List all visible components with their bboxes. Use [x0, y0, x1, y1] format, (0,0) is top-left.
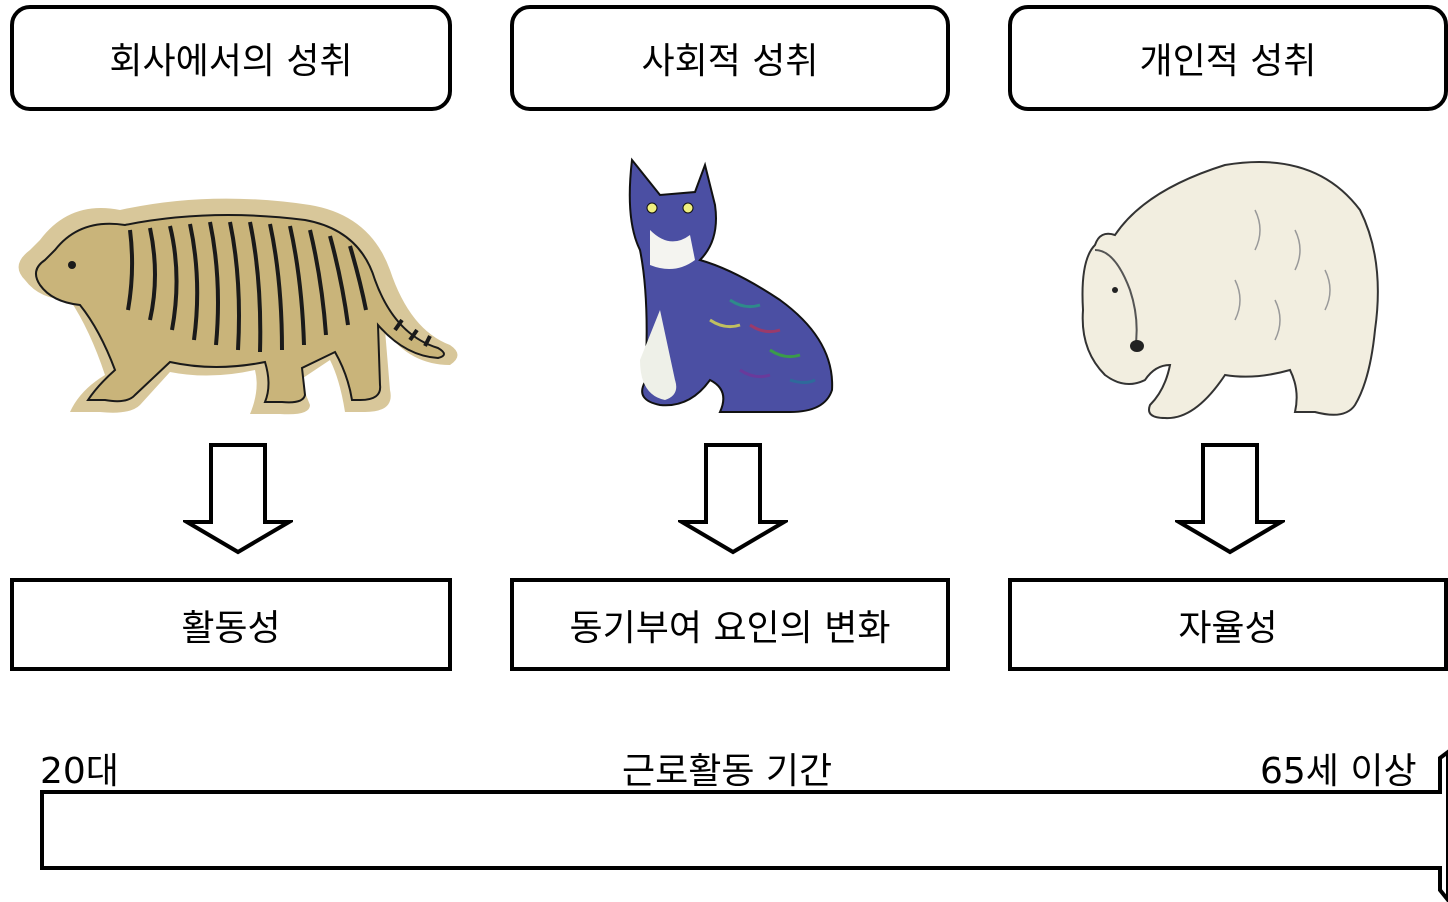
timeline-center-label: 근로활동 기간 [622, 751, 833, 792]
achievement-label-social: 사회적 성취 [641, 41, 819, 82]
polar-bear-illustration [1081, 161, 1379, 420]
achievement-label-personal: 개인적 성취 [1139, 41, 1317, 82]
down-arrow-icon [678, 443, 788, 555]
down-arrow-icon [183, 443, 293, 555]
tiger-stripes [126, 221, 432, 353]
bear-eye [1112, 287, 1118, 293]
down-arrow-icon [1175, 443, 1285, 555]
result-label-autonomy: 자율성 [1178, 607, 1278, 649]
cat-eye-left [646, 202, 658, 214]
cat-chest [650, 230, 695, 269]
achievement-box-social: 사회적 성취 [510, 5, 950, 111]
tiger-eye [68, 261, 76, 269]
cat-body [628, 157, 834, 413]
achievement-label-company: 회사에서의 성취 [109, 41, 353, 82]
timeline-arrow [40, 749, 1448, 902]
result-box-motivation: 동기부여 요인의 변화 [510, 578, 950, 671]
bear-body [1081, 161, 1379, 420]
result-label-motivation: 동기부여 요인의 변화 [569, 607, 891, 649]
achievement-box-company: 회사에서의 성취 [10, 5, 452, 111]
cat-illustration [628, 157, 834, 413]
bear-fur-strokes [1234, 209, 1331, 341]
cat-eye-right [682, 202, 694, 214]
tiger-illustration [18, 198, 458, 415]
result-box-autonomy: 자율성 [1008, 578, 1448, 671]
timeline-start-label: 20대 [40, 751, 119, 792]
bear-nose [1130, 340, 1144, 352]
timeline-end-label: 65세 이상 [1260, 751, 1417, 792]
result-label-activity: 활동성 [181, 607, 281, 649]
bear-head-outline [1094, 249, 1138, 351]
cat-fur-strokes [709, 298, 816, 384]
cat-paw [640, 310, 677, 400]
result-box-activity: 활동성 [10, 578, 452, 671]
achievement-box-personal: 개인적 성취 [1008, 5, 1448, 111]
